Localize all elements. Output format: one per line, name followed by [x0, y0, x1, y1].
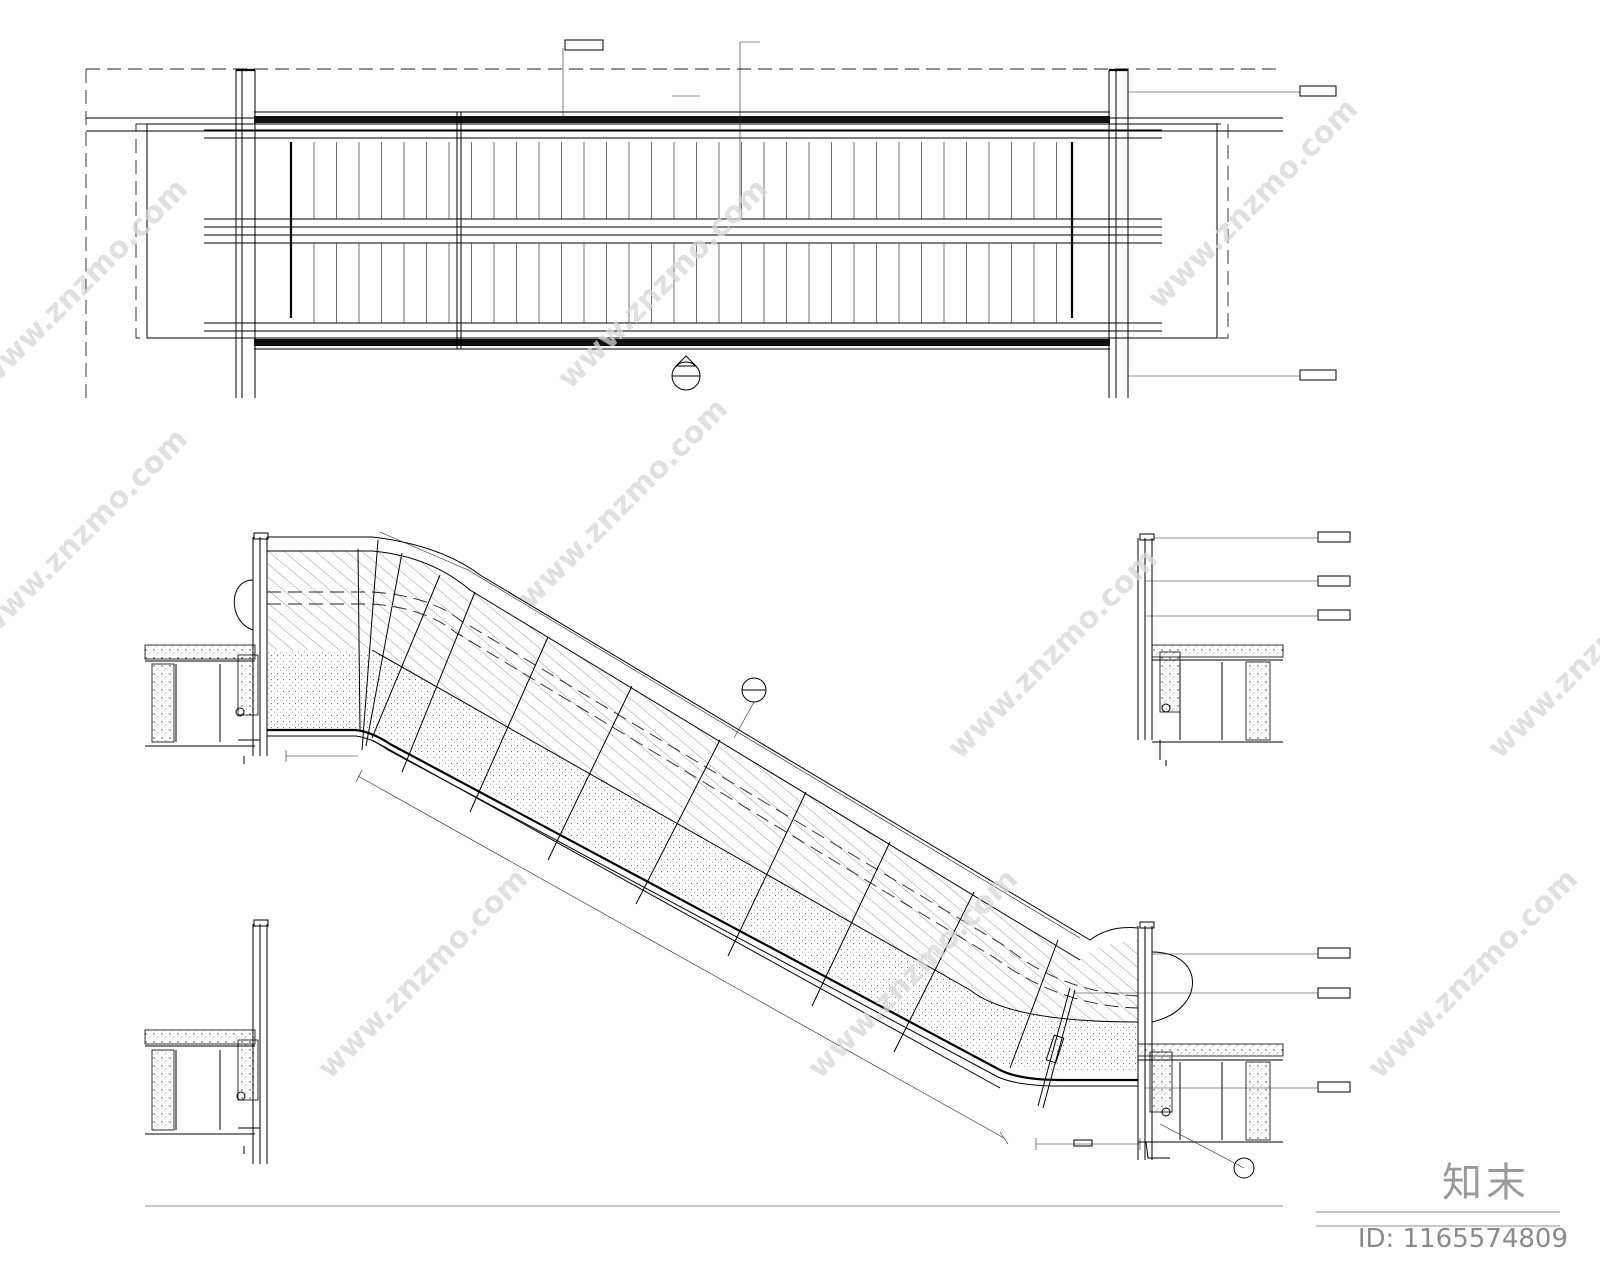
- plan-view: [85, 39, 1337, 398]
- corner-brand: 知末: [1442, 1160, 1530, 1206]
- watermark-text: www.znzmo.com: [1481, 542, 1600, 766]
- drawing-notes: [1316, 1211, 1560, 1227]
- watermark-text: www.znzmo.com: [941, 542, 1165, 766]
- watermark-text: www.znzmo.com: [1361, 862, 1585, 1086]
- step-treads: [313, 142, 1057, 323]
- image-id-label: ID: 1165574809: [1357, 1224, 1568, 1254]
- watermark-text: www.znzmo.com: [0, 422, 195, 646]
- watermark-text: www.znzmo.com: [511, 392, 735, 616]
- section-view: [144, 531, 1351, 1207]
- watermark-text: www.znzmo.com: [1141, 92, 1365, 316]
- watermark-text: www.znzmo.com: [0, 172, 195, 396]
- watermark-text: www.znzmo.com: [311, 862, 535, 1086]
